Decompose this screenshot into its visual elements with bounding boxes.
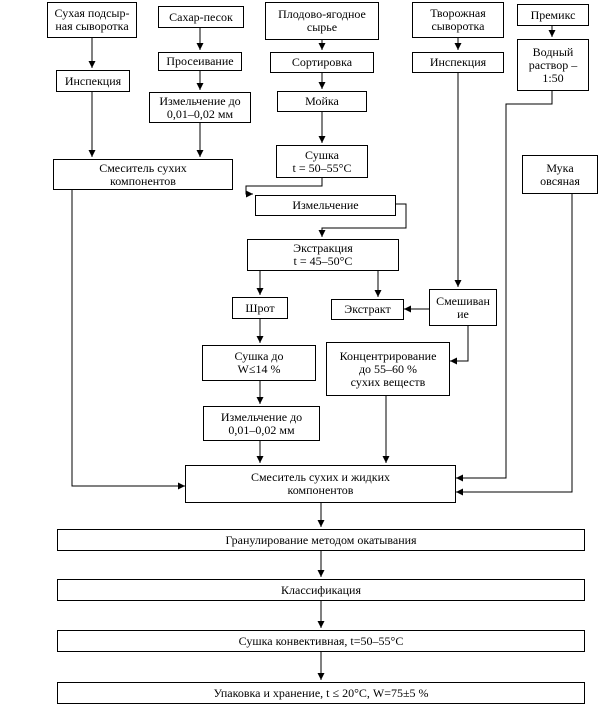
node-inspection-2: Инспекция: [412, 52, 504, 73]
node-extract: Экстракт: [331, 299, 404, 320]
node-mixing: Смешиван ие: [429, 289, 497, 326]
arrow-mixing-to-concentration: [450, 326, 469, 365]
node-classification: Классификация: [57, 579, 585, 601]
node-drying-fruit: Сушка t = 50–55°С: [276, 145, 368, 178]
arrow-drying-to-grinding: [245, 178, 323, 198]
arrow-oat-flour-to-wet-mixer: [456, 194, 573, 496]
node-packaging: Упаковка и хранение, t ≤ 20°С, W=75±5 %: [57, 682, 585, 704]
node-grinding-sugar: Измельчение до 0,01–0,02 мм: [149, 92, 251, 123]
node-fruit-raw: Плодово-ягодное сырье: [265, 2, 379, 40]
node-inspection-1: Инспекция: [56, 70, 130, 92]
node-convective-drying: Сушка конвективная, t=50–55°С: [57, 630, 585, 652]
node-washing: Мойка: [277, 91, 367, 112]
node-curd-whey: Творожная сыворотка: [412, 2, 504, 38]
node-meal: Шрот: [232, 297, 288, 319]
node-wet-mixer: Смеситель сухих и жидких компонентов: [185, 465, 456, 503]
node-premix: Премикс: [517, 4, 589, 26]
node-sugar: Сахар-песок: [158, 6, 244, 28]
node-sorting: Сортировка: [270, 52, 374, 73]
node-water-solution: Водный раствор – 1:50: [517, 39, 589, 91]
node-extraction: Экстракция t = 45–50°С: [247, 239, 399, 271]
node-drying-meal: Сушка до W≤14 %: [202, 345, 316, 381]
node-whey-dry: Сухая подсыр- ная сыворотка: [47, 2, 137, 38]
node-dry-mixer: Смеситель сухих компонентов: [53, 159, 233, 190]
arrow-water-solution-to-wet-mixer: [456, 91, 553, 482]
node-oat-flour: Мука овсяная: [522, 155, 598, 194]
node-concentration: Концентрирование до 55–60 % сухих вещест…: [326, 342, 450, 396]
node-grinding-fruit: Измельчение: [255, 195, 396, 216]
node-granulation: Гранулирование методом окатывания: [57, 529, 585, 551]
arrow-grinding-to-extraction: [318, 203, 407, 237]
arrow-dry-mixer-to-wet-mixer: [71, 190, 185, 490]
node-sieving: Просеивание: [158, 52, 242, 71]
node-grinding-meal: Измельчение до 0,01–0,02 мм: [203, 406, 320, 441]
